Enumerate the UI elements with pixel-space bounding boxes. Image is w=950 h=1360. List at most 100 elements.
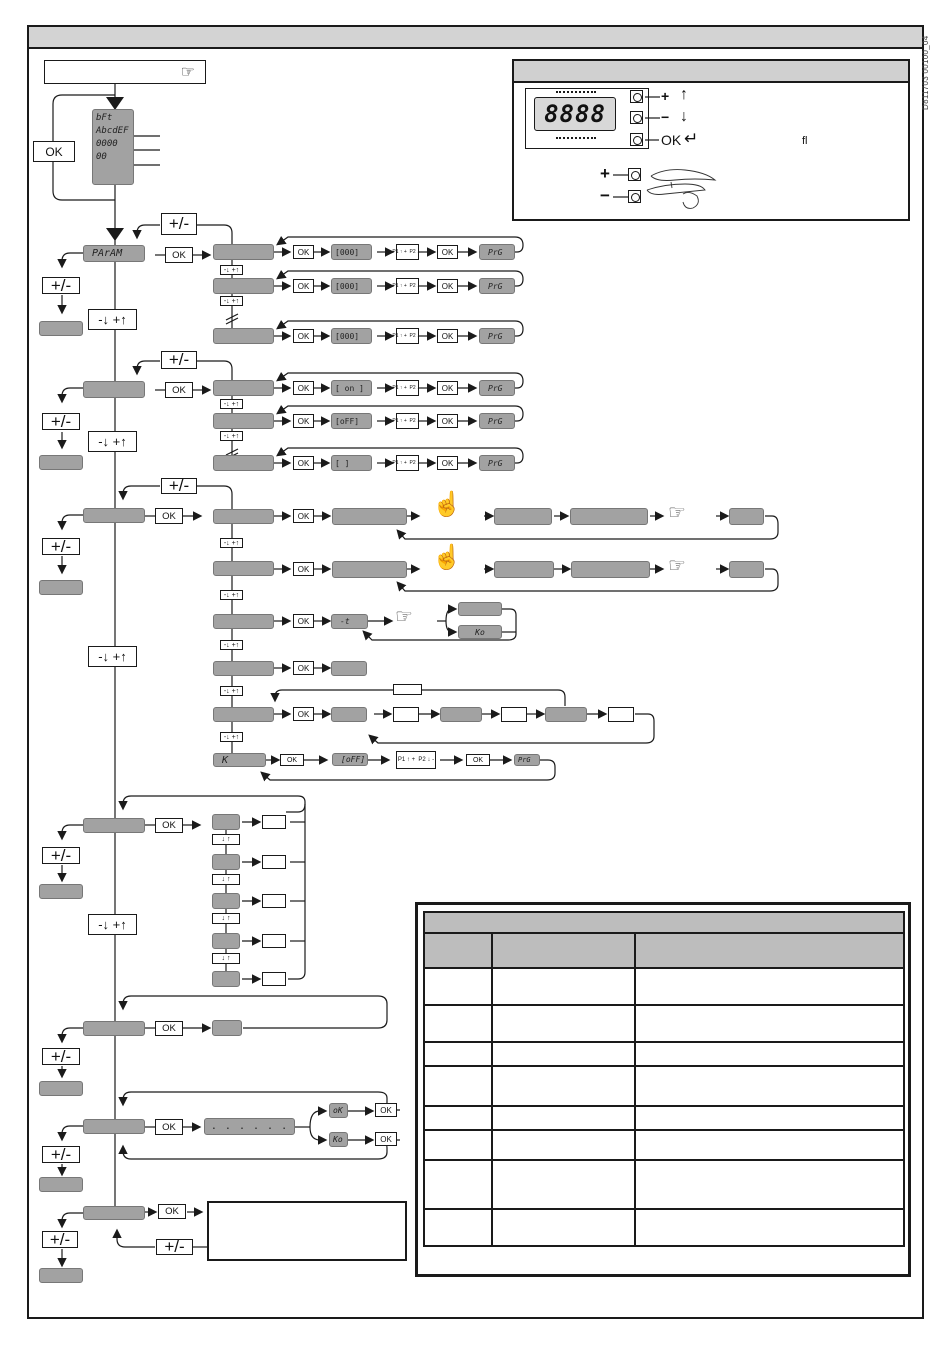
plus-button[interactable] <box>630 90 643 103</box>
menu-node-radio[interactable] <box>83 508 145 523</box>
plus-minus-key[interactable]: +/- <box>42 846 80 865</box>
nav-small-key[interactable]: -↓ +↑ <box>220 640 243 650</box>
nav-small-key[interactable]: -↓ +↑ <box>220 296 243 306</box>
plus-minus-return-key[interactable]: +/- <box>161 476 197 495</box>
menu-node-parameters[interactable]: PArAM <box>83 245 145 262</box>
ok-key[interactable]: OK <box>437 329 458 343</box>
ok-key[interactable]: OK <box>165 247 193 263</box>
combo-plus-button[interactable] <box>628 168 641 181</box>
nav-small-key[interactable]: -↓ +↑ <box>220 265 243 275</box>
ok-key[interactable]: OK <box>293 414 314 428</box>
ok-key[interactable]: OK <box>293 245 314 259</box>
menu-node-default[interactable] <box>83 1206 145 1220</box>
table-cell <box>491 1065 636 1107</box>
plus-minus-key[interactable]: +/- <box>42 276 80 295</box>
menu-node-autoset[interactable] <box>83 1119 145 1134</box>
ok-key[interactable]: OK <box>293 509 314 523</box>
plus-minus-key[interactable]: +/- <box>42 537 80 556</box>
ok-key[interactable]: OK <box>293 614 314 628</box>
ok-key[interactable]: OK <box>293 456 314 470</box>
menu-node-statistics[interactable] <box>83 818 145 833</box>
statistic-item[interactable] <box>212 971 240 987</box>
plus-minus-return-key[interactable]: +/- <box>156 1237 193 1256</box>
combo-minus-button[interactable] <box>628 190 641 203</box>
ok-key[interactable]: OK <box>293 661 314 675</box>
parameter-item[interactable] <box>213 328 274 344</box>
cycle-key[interactable] <box>501 707 527 722</box>
plus-minus-key[interactable]: +/- <box>42 1047 80 1066</box>
ok-key[interactable]: OK <box>437 381 458 395</box>
minus-button[interactable] <box>630 111 643 124</box>
radio-item[interactable] <box>213 614 274 629</box>
nav-small-key[interactable]: -↓ +↑ <box>220 538 243 548</box>
p1-p2-keys[interactable]: P1 ↑ + P2 ↓ - <box>392 380 423 396</box>
radio-item[interactable] <box>213 661 274 676</box>
radio-item-key[interactable]: K <box>213 753 266 767</box>
parameter-item[interactable] <box>213 455 274 471</box>
menu-node-language[interactable] <box>83 1021 145 1036</box>
ok-key[interactable]: OK <box>375 1132 397 1146</box>
cycle-key[interactable] <box>393 707 419 722</box>
nav-down-up-key[interactable]: -↓ +↑ <box>88 914 137 935</box>
parameter-item[interactable] <box>213 278 274 294</box>
nav-plain-key[interactable]: ↓ ↑ <box>212 953 240 964</box>
cycle-return-key[interactable] <box>393 684 422 695</box>
plus-minus-return-key[interactable]: +/- <box>161 213 197 235</box>
parameter-item[interactable] <box>213 413 274 429</box>
ok-key[interactable]: OK <box>155 818 183 833</box>
radio-item[interactable] <box>213 561 274 576</box>
nav-down-up-key[interactable]: -↓ +↑ <box>88 646 137 667</box>
nav-down-up-key[interactable]: -↓ +↑ <box>88 431 137 452</box>
nav-small-key[interactable]: -↓ +↑ <box>220 590 243 600</box>
menu-node-logic[interactable] <box>83 381 145 398</box>
ok-key[interactable]: OK <box>155 1021 183 1036</box>
nav-plain-key[interactable]: ↓ ↑ <box>212 913 240 924</box>
p1-p2-keys[interactable]: P1 ↑ + P2 ↓ - <box>392 278 423 294</box>
p1-p2-keys[interactable]: P1 ↑ + P2 ↓ - <box>392 244 423 260</box>
ok-key[interactable]: OK <box>280 754 304 766</box>
plus-minus-key[interactable]: +/- <box>42 412 80 431</box>
nav-small-key[interactable]: -↓ +↑ <box>220 399 243 409</box>
boot-ok-button[interactable]: OK <box>33 141 75 162</box>
nav-plain-key[interactable]: ↓ ↑ <box>212 874 240 885</box>
cycle-step <box>331 707 367 722</box>
ok-key[interactable]: OK <box>437 414 458 428</box>
ok-key[interactable]: OK <box>293 707 314 721</box>
plus-minus-key[interactable]: +/- <box>42 1230 78 1249</box>
ok-key[interactable]: OK <box>437 279 458 293</box>
autoset-result-ko: Ko <box>329 1132 348 1147</box>
plus-minus-return-key[interactable]: +/- <box>161 350 197 369</box>
nav-down-up-key[interactable]: -↓ +↑ <box>88 309 137 330</box>
ok-key[interactable]: OK <box>375 1103 397 1117</box>
ok-key[interactable]: OK <box>165 382 193 398</box>
ok-key[interactable]: OK <box>466 754 490 766</box>
p1-p2-keys[interactable]: P1 ↑ + P2 ↓ - <box>392 455 423 471</box>
parameter-item[interactable] <box>213 380 274 396</box>
cycle-key[interactable] <box>608 707 634 722</box>
ok-key[interactable]: OK <box>293 562 314 576</box>
statistic-item[interactable] <box>212 933 240 949</box>
radio-item[interactable] <box>213 509 274 524</box>
ok-key[interactable]: OK <box>155 1119 183 1135</box>
ok-button[interactable] <box>630 133 643 146</box>
nav-plain-key[interactable]: ↓ ↑ <box>212 834 240 845</box>
radio-item[interactable] <box>213 707 274 722</box>
ok-key[interactable]: OK <box>437 245 458 259</box>
statistic-item[interactable] <box>212 814 240 830</box>
nav-small-key[interactable]: -↓ +↑ <box>220 431 243 441</box>
ok-key[interactable]: OK <box>293 329 314 343</box>
plus-minus-key[interactable]: +/- <box>42 1145 80 1164</box>
p1-p2-keys[interactable]: P1 ↑ + P2 ↓ - <box>392 328 423 344</box>
ok-key[interactable]: OK <box>155 508 183 524</box>
nav-small-key[interactable]: -↓ +↑ <box>220 686 243 696</box>
parameter-item[interactable] <box>213 244 274 260</box>
ok-key[interactable]: OK <box>293 381 314 395</box>
statistic-item[interactable] <box>212 893 240 909</box>
ok-key[interactable]: OK <box>158 1204 186 1219</box>
ok-key[interactable]: OK <box>293 279 314 293</box>
p1-p2-keys[interactable]: P1 ↑ + P2 ↓ - <box>392 413 423 429</box>
nav-small-key[interactable]: -↓ +↑ <box>220 732 243 742</box>
p1-p2-keys[interactable]: P1 ↑ + P2 ↓ - <box>396 751 436 769</box>
statistic-item[interactable] <box>212 854 240 870</box>
ok-key[interactable]: OK <box>437 456 458 470</box>
